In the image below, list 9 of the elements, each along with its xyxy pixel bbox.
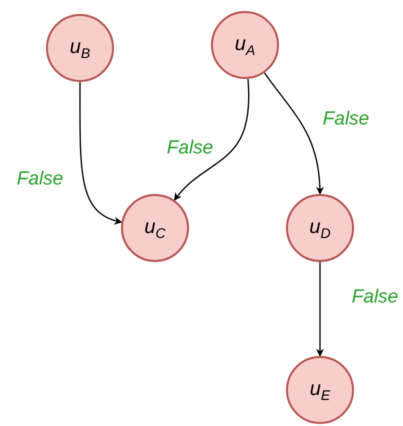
arrow: [174, 78, 250, 201]
arrow: [264, 72, 324, 195]
node-label: u$_{E}$: [310, 378, 330, 402]
arrow: [79, 82, 122, 224]
node-label: u$_{C}$: [144, 216, 166, 240]
arrow: [316, 262, 324, 357]
node-label: u$_{A}$: [234, 32, 256, 58]
node-label: u$_{D}$: [309, 216, 331, 240]
node-label: u$_{B}$: [70, 36, 90, 60]
